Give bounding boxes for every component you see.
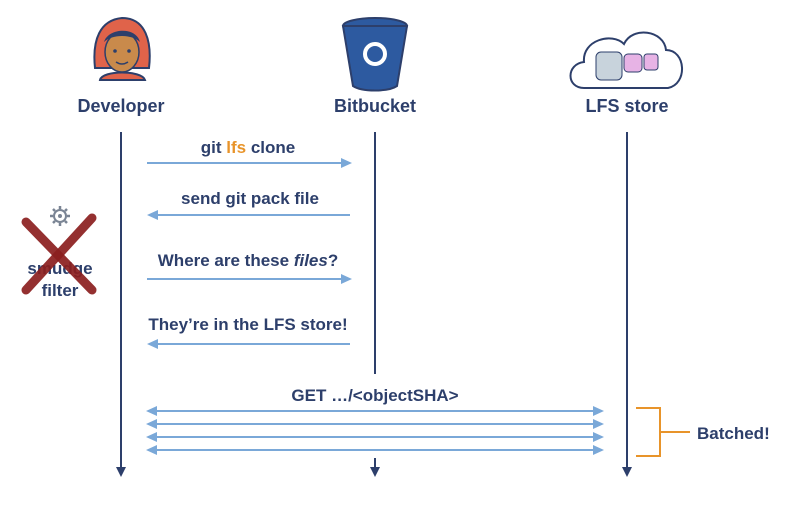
arrow-get-object-1 bbox=[146, 406, 604, 416]
arrow-get-object-2 bbox=[146, 419, 604, 429]
gear-icon bbox=[50, 206, 70, 226]
arrow-get-object-3 bbox=[146, 432, 604, 442]
batched-bracket bbox=[636, 407, 690, 457]
message-where-files: Where are these files? bbox=[158, 251, 338, 271]
developer-label: Developer bbox=[77, 96, 165, 116]
lfs-store-cloud-icon bbox=[569, 31, 683, 89]
lfs-store-label: LFS store bbox=[585, 96, 669, 116]
message-in-lfs-store: They’re in the LFS store! bbox=[148, 315, 348, 334]
arrow-git-lfs-clone bbox=[147, 158, 352, 168]
bitbucket-label: Bitbucket bbox=[333, 96, 417, 116]
developer-avatar-icon bbox=[93, 16, 151, 81]
batched-label: Batched! bbox=[697, 424, 770, 443]
arrow-where-files bbox=[147, 274, 352, 284]
message-lfs-highlight: lfs bbox=[226, 138, 247, 157]
message-get-object: GET …/<objectSHA> bbox=[291, 386, 459, 405]
message-clone-suffix: clone bbox=[246, 138, 296, 157]
message-git-lfs-clone: git lfs clone bbox=[201, 138, 295, 158]
message-files-italic: files bbox=[293, 251, 328, 270]
message-where-suffix: ? bbox=[327, 251, 339, 270]
bitbucket-logo-icon bbox=[341, 17, 409, 92]
message-send-pack-file: send git pack file bbox=[181, 189, 319, 208]
message-git-prefix: git bbox=[200, 138, 227, 157]
arrow-in-lfs-store bbox=[147, 339, 350, 349]
arrow-get-object-4 bbox=[146, 445, 604, 455]
filter-line: filter bbox=[41, 281, 79, 300]
message-where-prefix: Where are these bbox=[157, 251, 294, 270]
arrow-send-pack-file bbox=[147, 210, 350, 220]
